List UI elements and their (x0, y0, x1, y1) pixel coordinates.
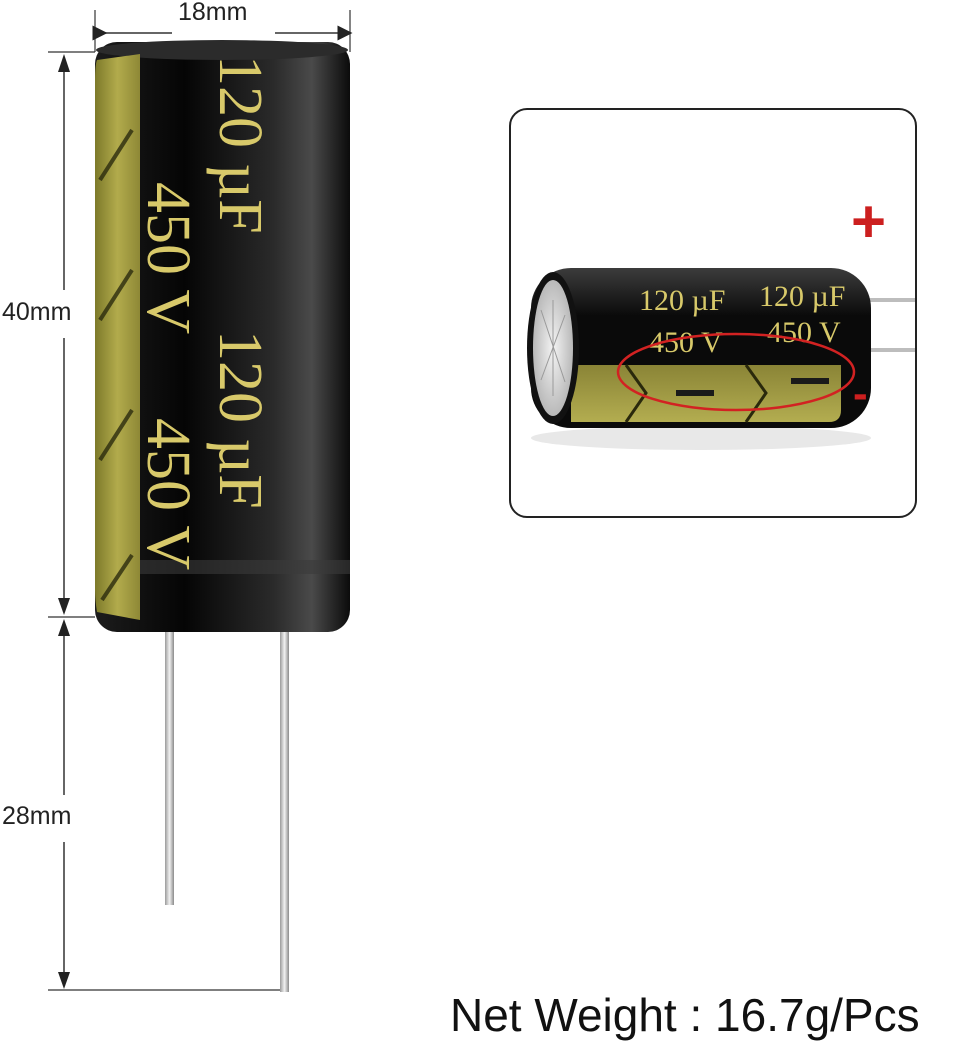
capacitance-marking-2: 120 µF (206, 330, 274, 509)
polarity-inset-panel: 120 µF 120 µF 450 V 450 V + - (509, 108, 917, 518)
short-lead (165, 620, 174, 905)
capacitor-body (95, 40, 350, 632)
long-lead (280, 620, 289, 992)
inset-capacitance-marking-1: 120 µF (639, 284, 725, 317)
capacitance-marking-1: 120 µF (206, 55, 274, 234)
body-length-dimension-label: 40mm (2, 298, 72, 326)
width-dimension-line (92, 10, 353, 52)
positive-polarity-mark: + (851, 188, 887, 255)
body-length-dimension-line (48, 51, 95, 618)
voltage-marking-2: 450 V (134, 418, 202, 570)
lead-length-dimension-line (48, 619, 285, 991)
net-weight-label: Net Weight : 16.7g/Pcs (450, 989, 920, 1041)
lead-length-dimension-label: 28mm (2, 802, 72, 830)
voltage-marking-1: 450 V (134, 182, 202, 334)
width-dimension-label: 18mm (178, 0, 248, 26)
polarity-inset-drawing: 120 µF 120 µF 450 V 450 V (527, 268, 915, 450)
inset-voltage-marking-2: 450 V (767, 316, 841, 349)
negative-polarity-mark: - (853, 369, 868, 418)
inset-capacitance-marking-2: 120 µF (759, 280, 845, 313)
negative-stripe-highlight (616, 332, 856, 412)
